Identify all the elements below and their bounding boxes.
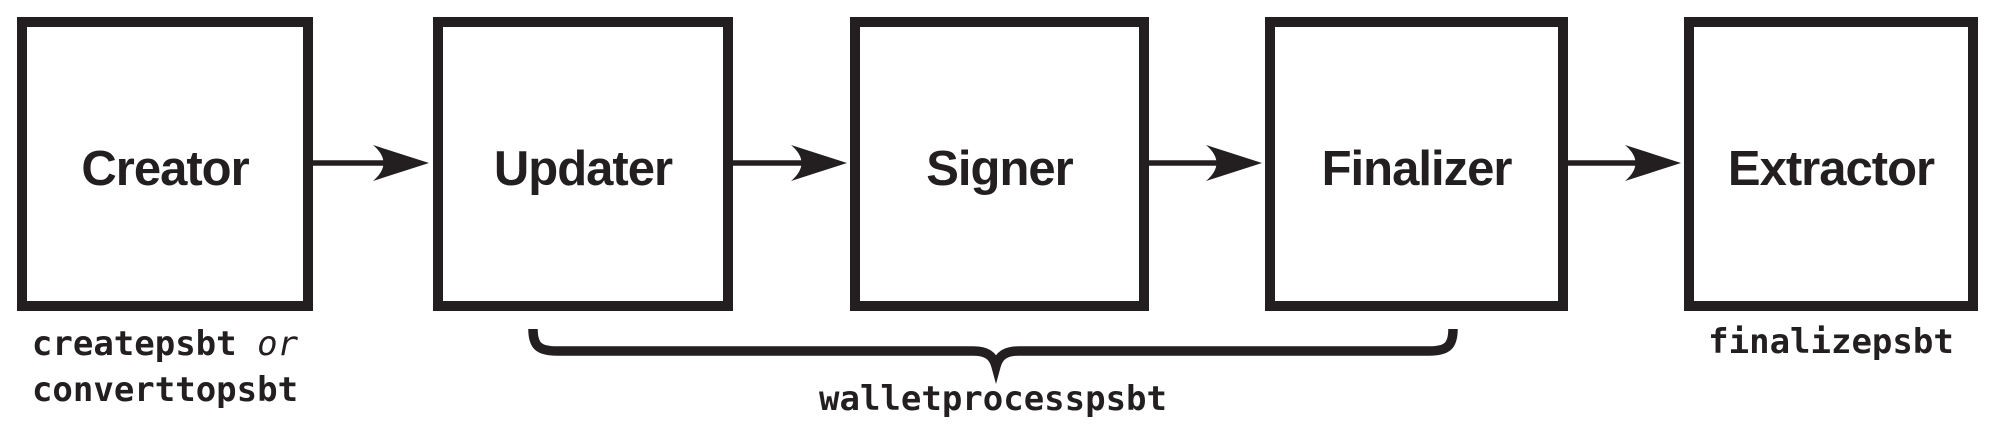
node-finalizer: Finalizer xyxy=(1265,17,1568,311)
node-creator-label: Creator xyxy=(81,141,249,196)
node-creator: Creator xyxy=(17,17,313,311)
underbrace-icon xyxy=(528,328,1458,385)
node-signer-label: Signer xyxy=(926,141,1073,196)
node-finalizer-label: Finalizer xyxy=(1321,141,1513,196)
node-updater-label: Updater xyxy=(493,141,673,196)
node-extractor: Extractor xyxy=(1684,17,1978,311)
creator-rpc-label: createpsbt or converttopsbt xyxy=(10,321,320,413)
arrow-right-icon xyxy=(312,145,429,181)
finalizepsbt-label: finalizepsbt xyxy=(1708,322,1954,362)
creator-rpc-or: or xyxy=(257,324,299,364)
arrow-right-icon xyxy=(1567,145,1681,181)
creator-rpc-createpsbt: createpsbt xyxy=(31,324,237,364)
arrow-right-icon xyxy=(1148,145,1262,181)
creator-rpc-converttopsbt: converttopsbt xyxy=(31,370,299,410)
node-extractor-label: Extractor xyxy=(1727,141,1935,196)
node-signer: Signer xyxy=(850,17,1149,311)
arrow-right-icon xyxy=(732,145,847,181)
node-updater: Updater xyxy=(433,17,733,311)
walletprocesspsbt-label: walletprocesspsbt xyxy=(819,379,1167,419)
